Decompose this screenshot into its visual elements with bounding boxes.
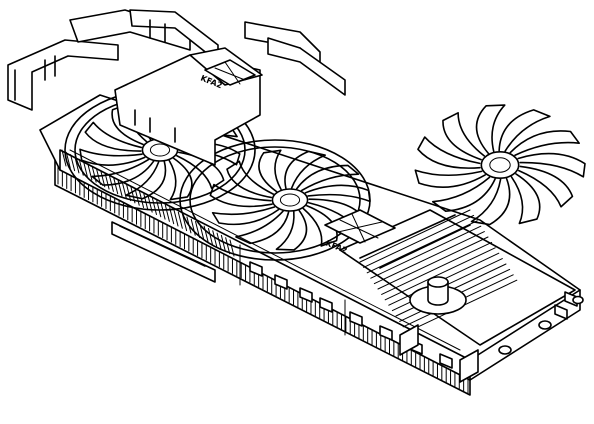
edge-clip: [299, 287, 313, 303]
fan-blade: [498, 109, 551, 152]
heat-pipe-line: [363, 214, 475, 268]
fan-hub-cap: [149, 143, 171, 157]
fin-line: [160, 202, 166, 220]
fin-line: [65, 151, 71, 169]
fan-blade: [517, 165, 574, 208]
edge-clip: [379, 325, 393, 341]
fin-line: [113, 177, 119, 195]
fin-line: [212, 230, 218, 248]
heat-pipe-line: [377, 236, 489, 290]
fan-blade: [168, 157, 193, 201]
fin-line: [164, 204, 170, 222]
fan-hub: [271, 188, 309, 212]
edge-clip: [274, 274, 288, 290]
fin-line: [87, 163, 93, 181]
fan-blade: [510, 173, 541, 225]
fan-hub-cap: [489, 157, 511, 173]
fan-middle-impeller: [209, 149, 371, 251]
fan-blade: [304, 184, 371, 203]
fin-line: [61, 149, 67, 167]
fan-blade: [517, 152, 586, 178]
top-shroud-cover: [7, 9, 346, 111]
fin-line: [177, 211, 183, 229]
heat-pipe-line: [359, 209, 471, 263]
center-post: [409, 276, 467, 315]
edge-clip: [319, 297, 333, 313]
end-fittings: [399, 295, 584, 383]
fin-line: [100, 170, 106, 188]
fan-hub: [480, 151, 520, 180]
fin-line: [203, 225, 209, 243]
fan-blade: [509, 130, 580, 157]
heat-pipe-line: [384, 247, 496, 301]
center-top-cover: KFA2: [114, 47, 263, 166]
heat-pipe-line: [373, 231, 485, 285]
fan-blade: [414, 169, 486, 188]
fan-blade: [235, 210, 290, 245]
fan-right-impeller: [414, 104, 586, 226]
fin-line: [117, 179, 123, 197]
fan-hub-cap: [279, 193, 301, 207]
fin-line: [139, 191, 145, 209]
fin-line: [225, 237, 231, 255]
heat-pipe-line: [370, 225, 482, 279]
fan-blade: [442, 111, 486, 161]
fan-blade: [470, 177, 511, 226]
fan-blade: [295, 164, 360, 192]
fin-line: [220, 234, 226, 252]
fan-blade: [125, 160, 167, 200]
edge-clip: [349, 311, 363, 327]
fan-blade: [275, 209, 308, 251]
edge-clip: [554, 304, 568, 320]
fin-line: [70, 154, 76, 172]
fan-blade: [417, 136, 481, 169]
fan-blade: [209, 183, 273, 208]
fan-blade: [258, 149, 282, 193]
fan-blade: [84, 121, 143, 152]
fin-line: [216, 232, 222, 250]
fan-blade: [226, 160, 275, 199]
fin-line: [108, 174, 114, 192]
mounting-bracket: [111, 221, 216, 283]
edge-clip: [439, 353, 453, 369]
fan-blade: [79, 148, 146, 166]
fan-blade: [284, 150, 327, 190]
fan-blade: [211, 206, 280, 226]
heat-pipe-line: [381, 241, 493, 295]
fin-line: [126, 184, 132, 202]
fin-line: [151, 197, 157, 215]
fan-blade: [475, 104, 506, 155]
fin-line: [173, 209, 179, 227]
edge-clip: [249, 261, 263, 277]
fin-line: [207, 227, 213, 245]
fan-blade: [431, 176, 496, 212]
fan-blade: [91, 158, 155, 186]
fan-blade: [302, 204, 338, 247]
fin-line: [83, 161, 89, 179]
